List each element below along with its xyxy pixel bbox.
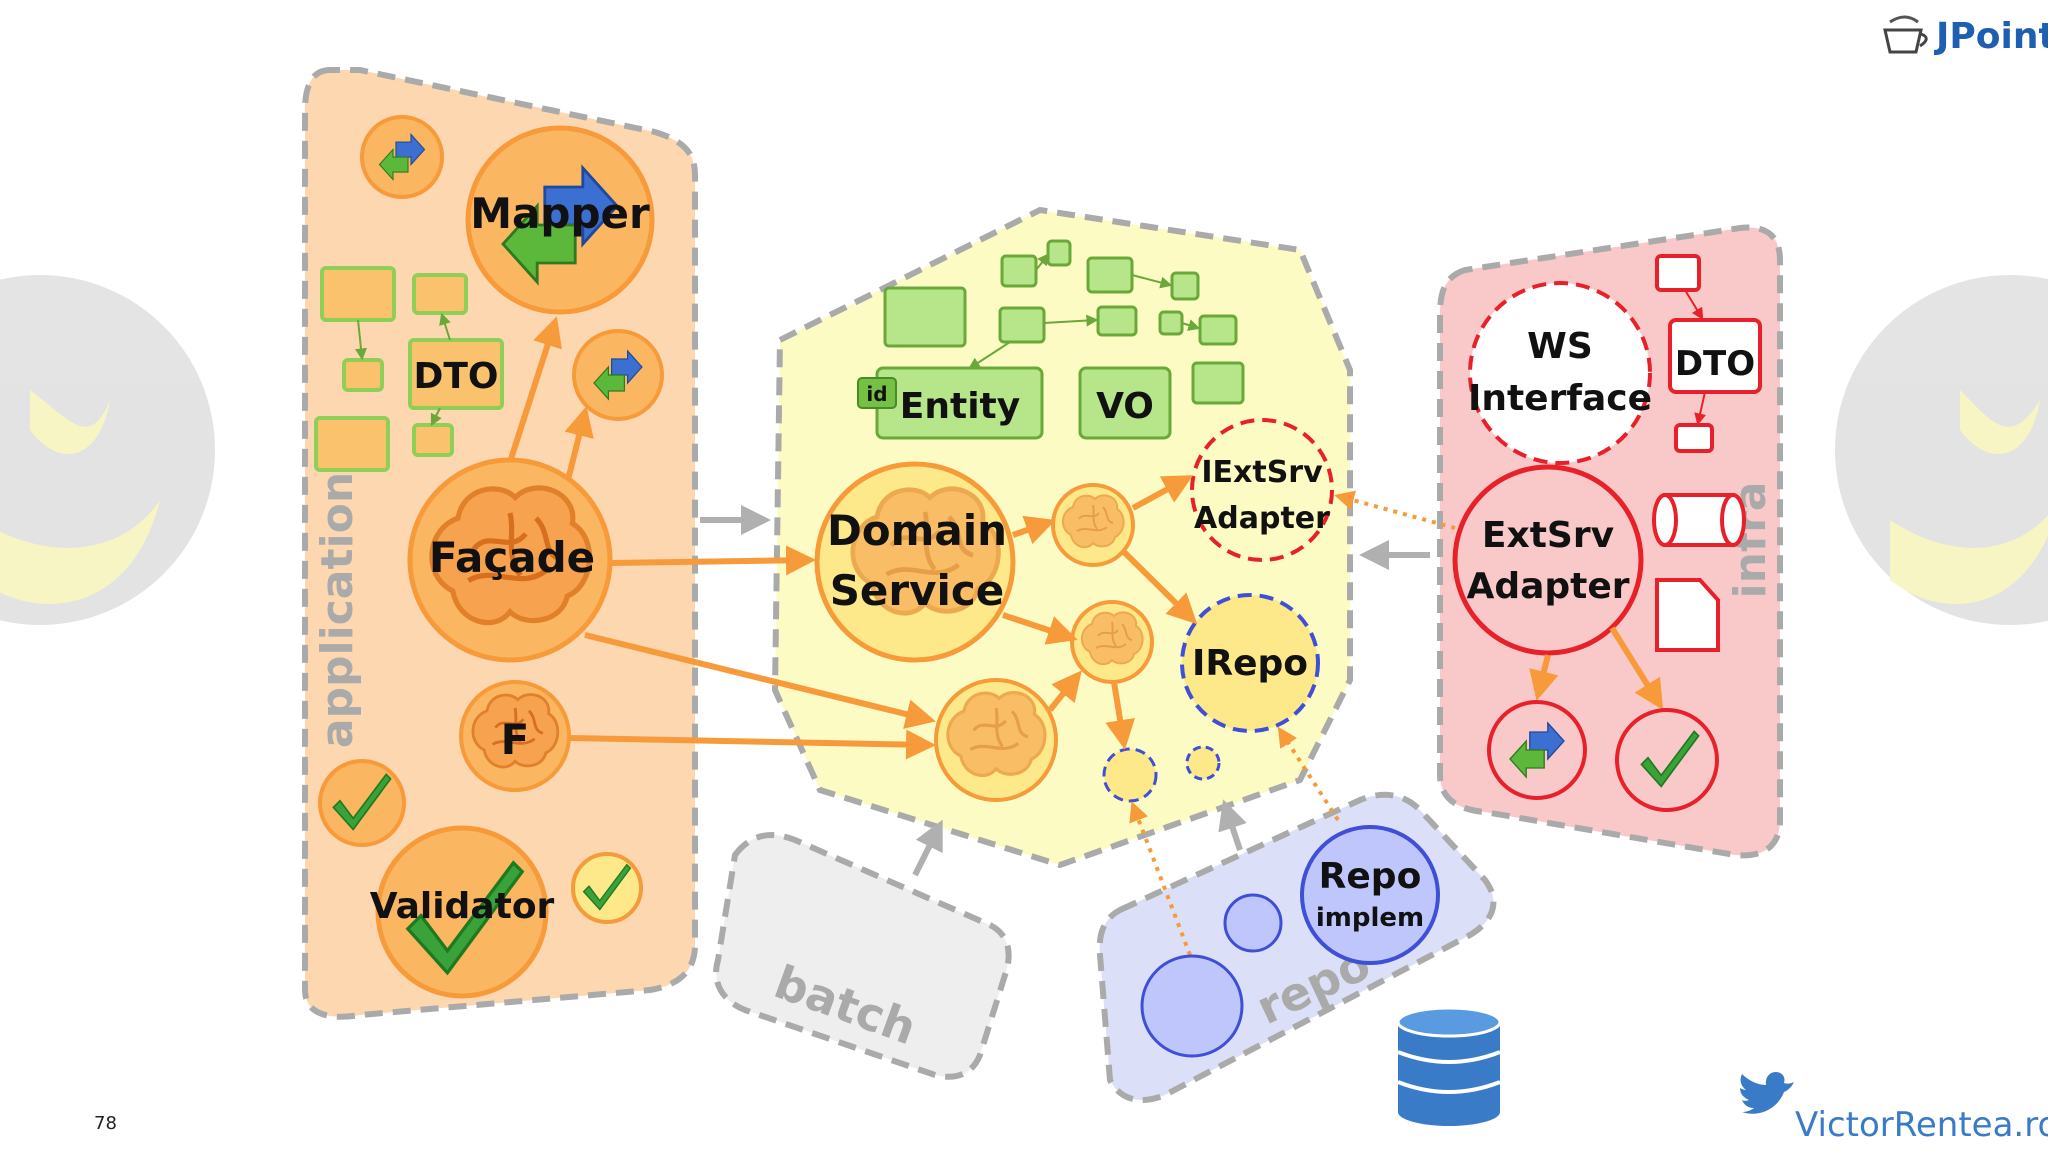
dto-label: DTO	[413, 356, 498, 397]
repo-implem-label: Repo	[1319, 856, 1422, 897]
domain-arrows	[1002, 475, 1198, 750]
page-number: 78	[94, 1113, 117, 1134]
repo-small-circle	[1223, 893, 1283, 953]
validator-small-circle	[571, 852, 643, 924]
ws-interface-label: WS	[1527, 326, 1593, 367]
ws-interface-circle	[1468, 281, 1652, 465]
dependency-arrows	[700, 505, 1430, 877]
iextsrv-adapter-label: IExtSrv	[1201, 455, 1323, 490]
facade-label: Façade	[429, 533, 595, 582]
id-badge	[857, 377, 897, 409]
application-arrows	[507, 316, 936, 760]
iextsrv-adapter-label: Adapter	[1194, 501, 1330, 536]
coffee-cup-logo-icon	[1883, 15, 1928, 54]
infra-dto-cluster	[1655, 254, 1762, 453]
entity-graph	[875, 239, 1245, 440]
implementation-arrows	[1129, 490, 1456, 956]
batch-zone	[713, 832, 1012, 1080]
cylinder-icon	[1652, 493, 1746, 547]
infra-dto-label: DTO	[1675, 344, 1755, 384]
repo-implem-circle	[1300, 825, 1440, 965]
infra-arrows	[1529, 626, 1664, 711]
pumpkin-face-icon	[1835, 275, 2048, 625]
vo-label: VO	[1096, 386, 1154, 427]
validator-small-circle	[318, 759, 406, 847]
database-icon	[1396, 1006, 1502, 1126]
f-label: F	[501, 715, 530, 764]
irepo-label: IRepo	[1192, 643, 1308, 684]
validator-circle	[375, 825, 549, 999]
document-icon	[1655, 578, 1720, 652]
irepo-small-circle	[1102, 747, 1158, 803]
irepo-circle	[1180, 593, 1320, 733]
dto-cluster	[314, 266, 504, 472]
dto-links	[355, 312, 451, 427]
repo-small-circle	[1140, 954, 1244, 1058]
iextsrv-adapter-circle	[1190, 418, 1334, 562]
infra-validator-circle	[1615, 708, 1719, 812]
id-badge-label: id	[866, 382, 887, 406]
brand-logo-text: JPoint	[1933, 16, 2048, 57]
pumpkin-face-icon	[0, 275, 215, 625]
extsrv-adapter-label: ExtSrv	[1482, 515, 1614, 556]
extsrv-adapter-circle	[1452, 464, 1644, 656]
ws-interface-label: Interface	[1468, 378, 1652, 419]
twitter-bird-icon	[1740, 1072, 1794, 1114]
entity-label: Entity	[900, 386, 1020, 427]
domain-service-label: Domain	[827, 506, 1007, 555]
repo-implem-label: implem	[1316, 903, 1424, 933]
entity-graph-links	[967, 253, 1201, 370]
infra-dto-links	[1684, 289, 1706, 426]
irepo-small-circle	[1185, 745, 1221, 781]
author-handle: VictorRentea.ro	[1795, 1105, 2048, 1145]
extsrv-adapter-label: Adapter	[1466, 566, 1629, 607]
validator-label: Validator	[370, 886, 555, 927]
mapper-label: Mapper	[470, 189, 650, 238]
application-zone-label: application	[312, 472, 363, 748]
domain-service-label: Service	[830, 566, 1005, 615]
